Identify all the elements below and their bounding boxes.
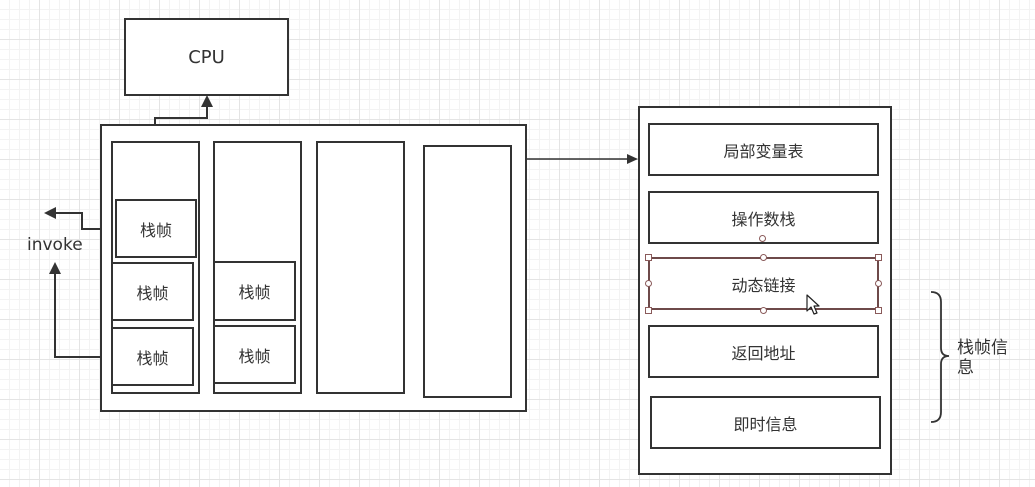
cpu-label: CPU: [188, 46, 225, 68]
mouse-cursor-icon: [806, 294, 820, 315]
resize-handle-left[interactable]: [645, 280, 652, 287]
stack-frame-label: 栈帧: [139, 220, 172, 240]
invoke-up-connector: [54, 272, 112, 358]
frame-row-dynamic-linking[interactable]: 动态链接: [648, 257, 879, 310]
stack-frame-label: 栈帧: [136, 283, 169, 303]
stack-frame[interactable]: 栈帧: [111, 262, 194, 321]
stack-frame-label: 栈帧: [238, 283, 271, 302]
frame-row-local-variables[interactable]: 局部变量表: [648, 123, 879, 176]
frame-row-return-address[interactable]: 返回地址: [648, 325, 879, 378]
frame-row-label: 即时信息: [733, 414, 798, 434]
stack-frame-label: 栈帧: [238, 346, 271, 366]
rotate-handle[interactable]: [759, 235, 766, 242]
frame-row-label: 返回地址: [731, 343, 796, 363]
invoke-up-arrowhead: [49, 262, 61, 274]
frame-detail-arrowhead: [627, 154, 638, 164]
invoke-label: invoke: [27, 235, 83, 255]
resize-handle-bottom-left[interactable]: [645, 307, 652, 314]
resize-handle-top-right[interactable]: [875, 254, 882, 261]
frame-row-label: 动态链接: [731, 275, 796, 295]
resize-handle-top[interactable]: [760, 254, 767, 261]
resize-handle-bottom[interactable]: [760, 307, 767, 314]
cpu-box[interactable]: CPU: [124, 18, 289, 96]
invoke-left-arrowhead: [44, 207, 56, 219]
stack-frame[interactable]: 栈帧: [213, 325, 296, 384]
resize-handle-right[interactable]: [875, 280, 882, 287]
cpu-arrowhead: [201, 95, 213, 107]
resize-handle-top-left[interactable]: [645, 254, 652, 261]
frame-row-label: 局部变量表: [723, 141, 804, 161]
resize-handle-bottom-right[interactable]: [875, 307, 882, 314]
thread-stack-column-3[interactable]: [316, 141, 405, 394]
frame-info-brace: [930, 291, 950, 423]
thread-stack-column-4[interactable]: [423, 145, 512, 398]
stack-frame[interactable]: 栈帧: [111, 327, 194, 386]
stack-frame[interactable]: 栈帧: [213, 261, 296, 321]
frame-row-label: 操作数栈: [731, 209, 796, 229]
stack-frame-label: 栈帧: [136, 348, 169, 368]
frame-info-label: 栈帧信息: [957, 338, 1008, 378]
stack-frame[interactable]: 栈帧: [115, 199, 197, 258]
invoke-left-connector: [54, 212, 116, 230]
frame-row-additional-info[interactable]: 即时信息: [650, 396, 881, 449]
